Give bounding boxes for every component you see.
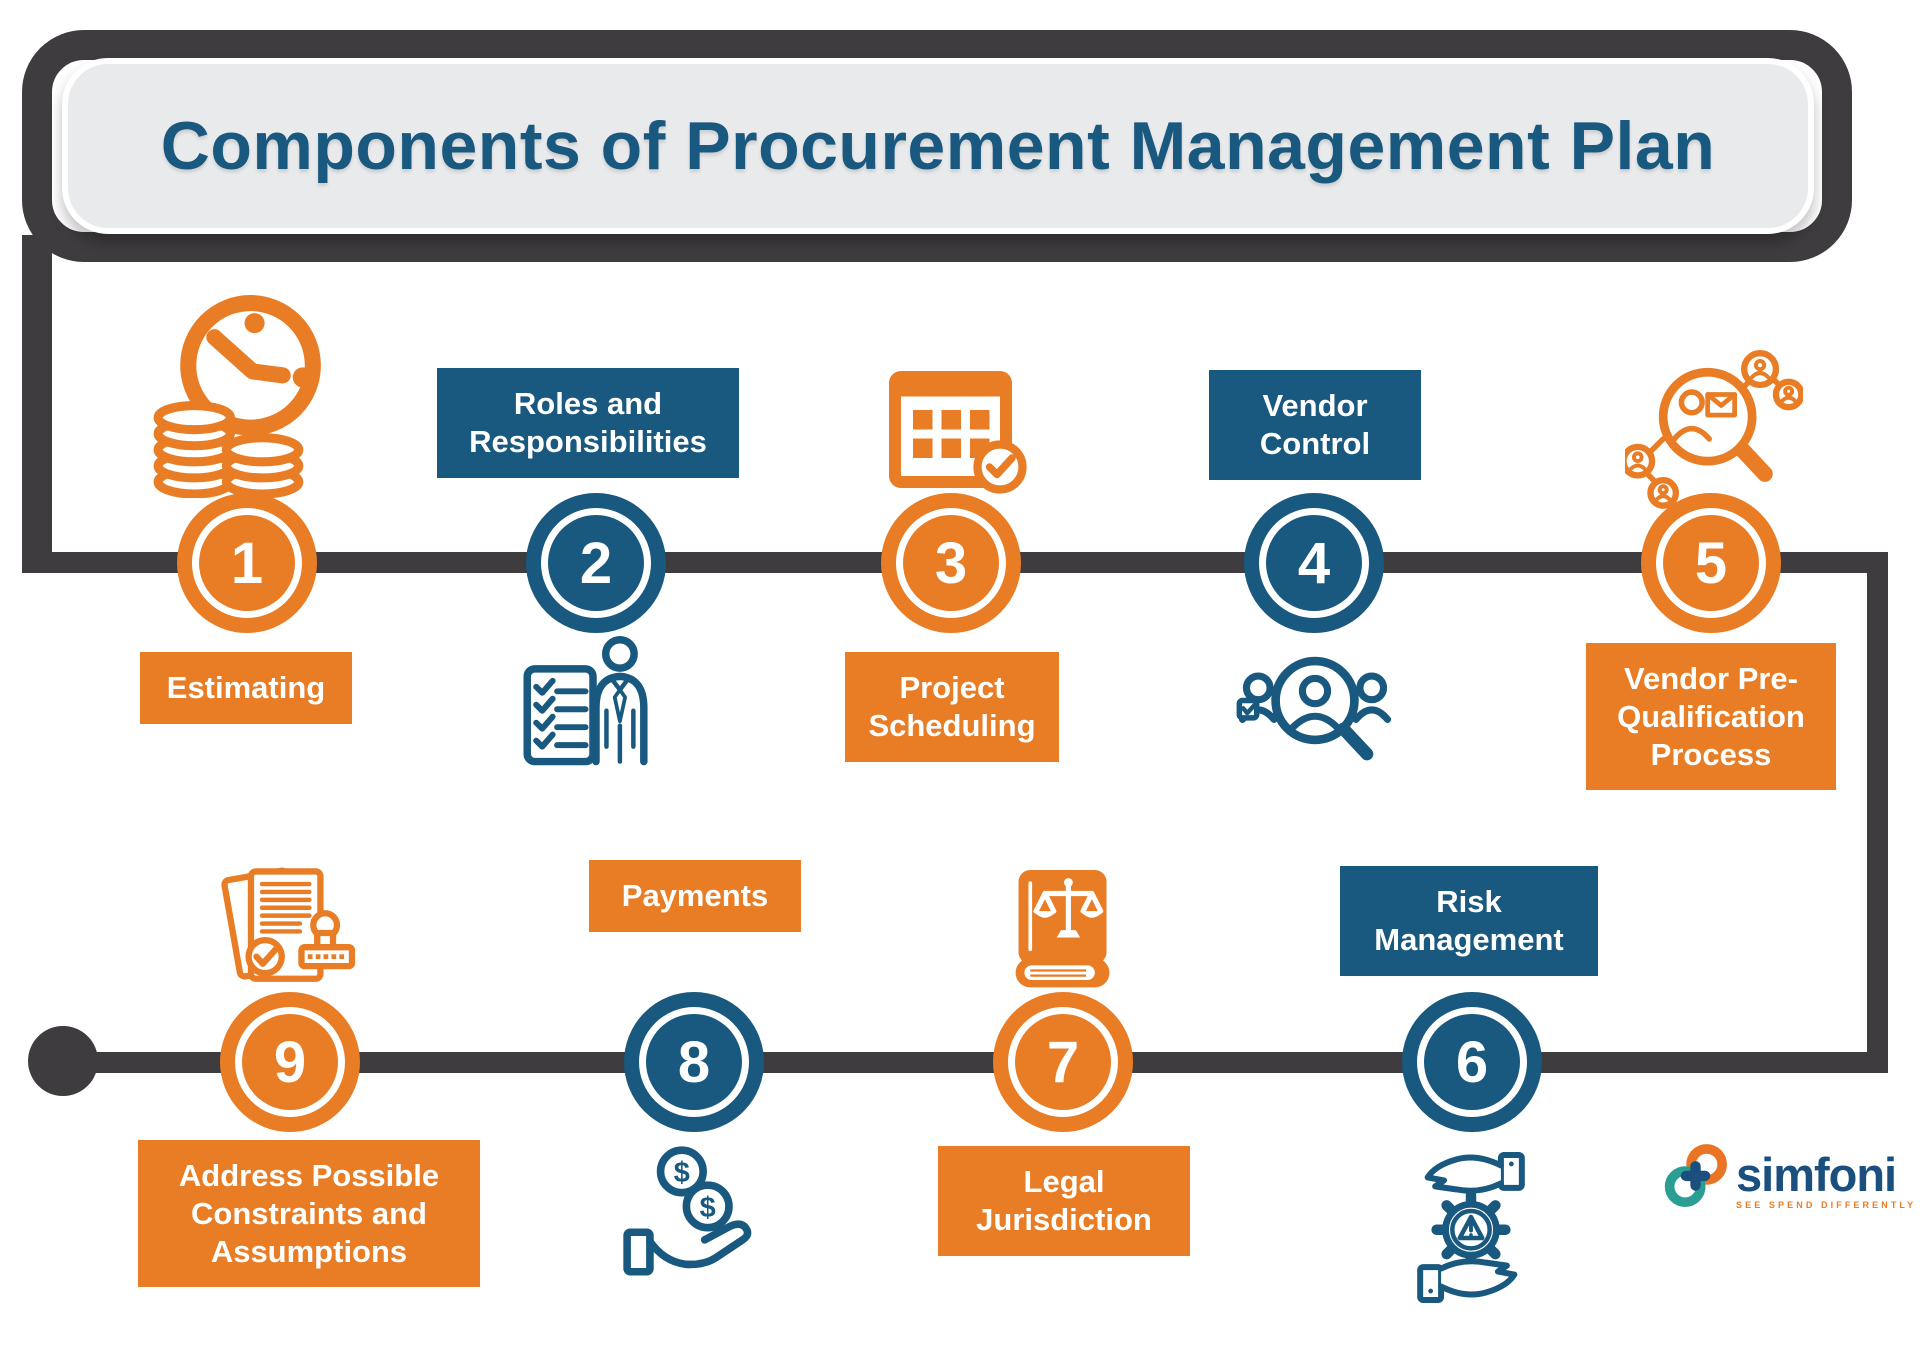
step-circle-3: 3 — [881, 493, 1021, 633]
step-label-2: Roles and Responsibilities — [437, 368, 739, 478]
step-circle-2: 2 — [526, 493, 666, 633]
simfoni-logo: simfoni SEE SPEND DIFFERENTLY — [1660, 1140, 1916, 1214]
step-number-5: 5 — [1694, 530, 1728, 596]
step-label-9: Address Possible Constraints and Assumpt… — [138, 1140, 480, 1288]
hands-gear-warning-icon — [1396, 1146, 1546, 1306]
timeline-left-drop — [22, 235, 52, 573]
clock-coins-icon — [150, 293, 335, 498]
title-box: Components of Procurement Management Pla… — [62, 58, 1814, 234]
document-stamp-icon — [213, 862, 371, 1004]
step-label-4: Vendor Control — [1209, 370, 1421, 480]
step-circle-5: 5 — [1641, 493, 1781, 633]
title-frame-border — [22, 30, 1852, 262]
step-number-8: 8 — [677, 1029, 711, 1095]
step-label-5: Vendor Pre-Qualification Process — [1586, 643, 1836, 791]
magnifier-person-network-icon — [1625, 350, 1803, 512]
svg-text:$: $ — [674, 1157, 690, 1189]
page-title: Components of Procurement Management Pla… — [160, 108, 1716, 184]
step-circle-4: 4 — [1244, 493, 1384, 633]
calendar-check-icon — [880, 365, 1030, 500]
step-label-8: Payments — [589, 860, 801, 932]
people-magnifier-icon — [1236, 628, 1394, 773]
law-book-scales-icon — [998, 864, 1130, 1011]
step-number-3: 3 — [934, 530, 968, 596]
hand-coins-icon: $ $ — [618, 1141, 770, 1287]
step-number-9: 9 — [273, 1029, 307, 1095]
person-checklist-icon — [518, 636, 668, 778]
step-circle-1: 1 — [177, 493, 317, 633]
step-label-7: Legal Jurisdiction — [938, 1146, 1190, 1256]
svg-text:$: $ — [700, 1192, 716, 1224]
step-number-6: 6 — [1455, 1029, 1489, 1095]
simfoni-logo-tagline: SEE SPEND DIFFERENTLY — [1736, 1200, 1917, 1210]
step-number-7: 7 — [1046, 1029, 1080, 1095]
step-number-4: 4 — [1297, 530, 1331, 596]
step-circle-7: 7 — [993, 992, 1133, 1132]
step-circle-9: 9 — [220, 992, 360, 1132]
simfoni-logo-name: simfoni — [1736, 1148, 1897, 1202]
step-number-2: 2 — [579, 530, 613, 596]
step-number-1: 1 — [230, 530, 264, 596]
simfoni-logo-mark — [1664, 1144, 1727, 1207]
step-label-1: Estimating — [140, 652, 352, 724]
timeline-right-line — [1867, 552, 1888, 1073]
step-label-3: Project Scheduling — [845, 652, 1059, 762]
step-circle-6: 6 — [1402, 992, 1542, 1132]
timeline-end-dot — [28, 1026, 98, 1096]
step-label-6: Risk Management — [1340, 866, 1598, 976]
step-circle-8: 8 — [624, 992, 764, 1132]
